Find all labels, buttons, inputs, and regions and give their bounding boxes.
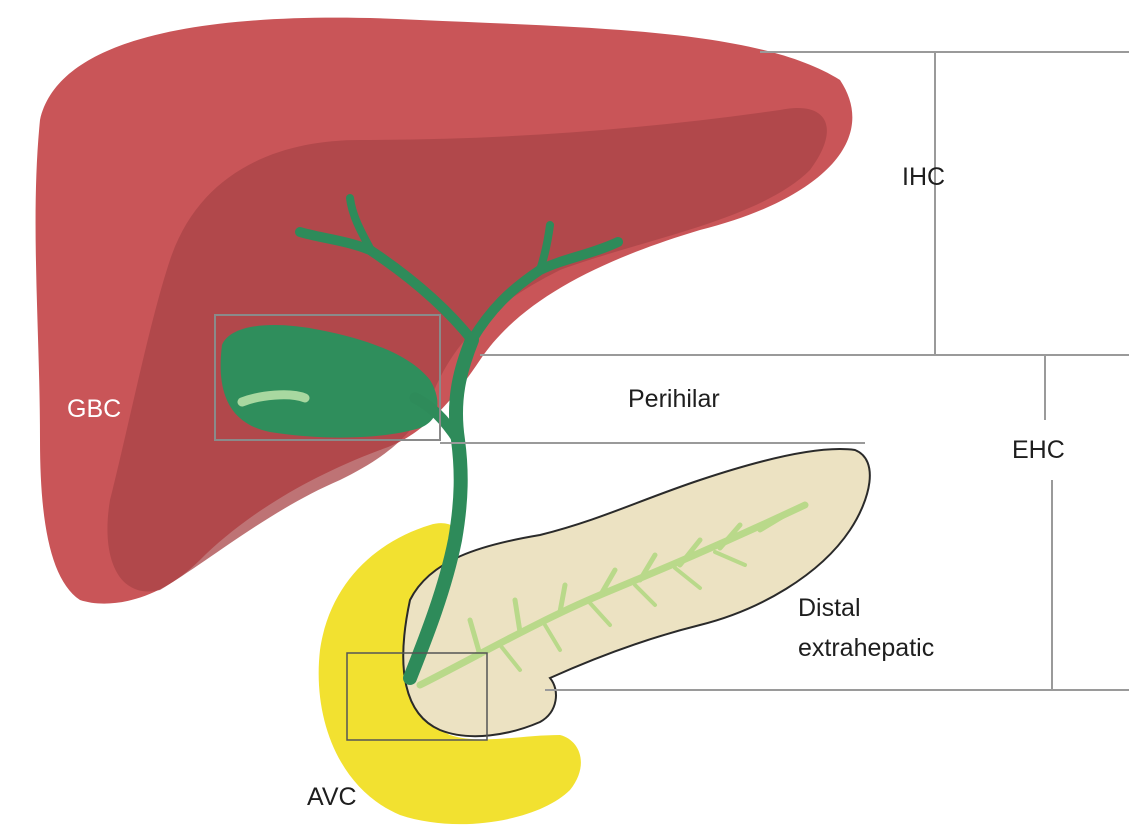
ehc-label: EHC: [1012, 435, 1065, 465]
avc-label: AVC: [307, 782, 357, 812]
ihc-label: IHC: [902, 162, 945, 192]
perihilar-label: Perihilar: [628, 384, 720, 414]
distal-extrahepatic-label-line2: extrahepatic: [798, 633, 934, 663]
distal-extrahepatic-label-line1: Distal: [798, 593, 861, 623]
gbc-label: GBC: [67, 394, 121, 424]
